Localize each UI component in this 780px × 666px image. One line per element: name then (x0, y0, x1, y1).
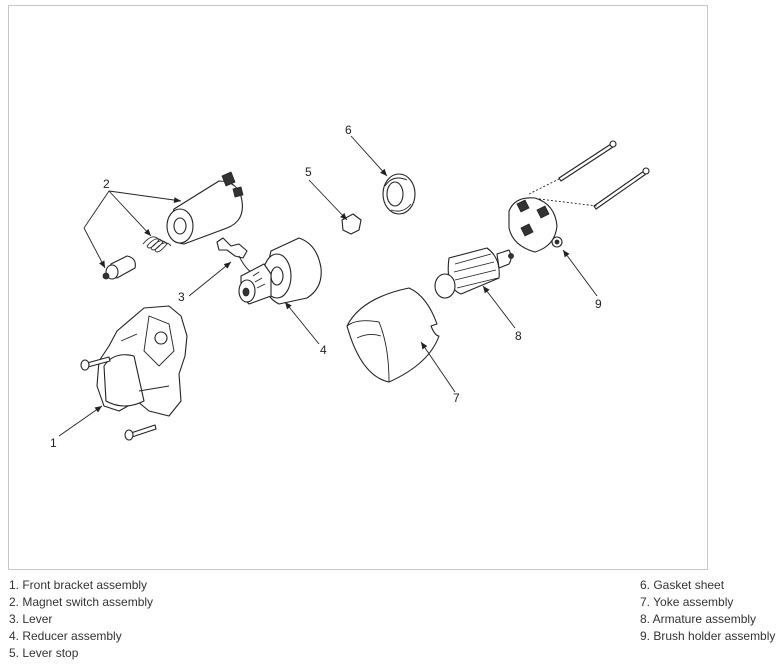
parts-legend-right: 6. Gasket sheet 7. Yoke assembly 8. Arma… (640, 577, 775, 645)
yoke-assembly-drawing (346, 287, 440, 383)
callout-4: 4 (320, 343, 327, 357)
diagram-frame: 1 2 3 4 5 6 7 8 9 (8, 5, 708, 570)
lever-drawing (216, 237, 252, 273)
legend-item-3: 3. Lever (9, 612, 53, 626)
callout-5: 5 (305, 165, 312, 179)
reducer-assembly-drawing (238, 237, 322, 305)
return-spring-drawing (142, 236, 172, 253)
callout-6: 6 (345, 123, 352, 137)
bracket-bolt-lower (124, 424, 157, 441)
legend-item-7: 7. Yoke assembly (640, 595, 734, 609)
callout-numbers: 1 2 3 4 5 6 7 8 9 (50, 123, 602, 450)
brush-holder-assembly-drawing (508, 197, 563, 253)
starter-motor-exploded-diagram: 1 2 3 4 5 6 7 8 9 (50, 123, 650, 450)
legend-item-8: 8. Armature assembly (640, 612, 757, 626)
bracket-bolt-upper (80, 356, 111, 371)
armature-assembly-drawing (434, 247, 514, 299)
legend-item-9: 9. Brush holder assembly (640, 629, 776, 643)
front-bracket-assembly-drawing (80, 305, 188, 441)
callout-3: 3 (178, 290, 185, 304)
through-bolts-drawing (528, 140, 650, 210)
legend-item-6: 6. Gasket sheet (640, 578, 725, 592)
lever-stop-drawing (341, 213, 362, 235)
legend-item-1: 1. Front bracket assembly (9, 578, 148, 592)
leader-lines (58, 135, 598, 437)
callout-7: 7 (453, 391, 460, 405)
plunger-drawing (102, 255, 136, 280)
callout-2: 2 (103, 177, 110, 191)
callout-1: 1 (50, 436, 57, 450)
callout-8: 8 (515, 329, 522, 343)
callout-9: 9 (595, 297, 602, 311)
magnet-switch-assembly-drawing (102, 171, 244, 280)
parts-legend-left: 1. Front bracket assembly 2. Magnet swit… (9, 577, 153, 662)
legend-item-5: 5. Lever stop (9, 646, 79, 660)
legend-item-4: 4. Reducer assembly (9, 629, 122, 643)
legend-item-2: 2. Magnet switch assembly (9, 595, 154, 609)
gasket-sheet-drawing (382, 173, 416, 215)
